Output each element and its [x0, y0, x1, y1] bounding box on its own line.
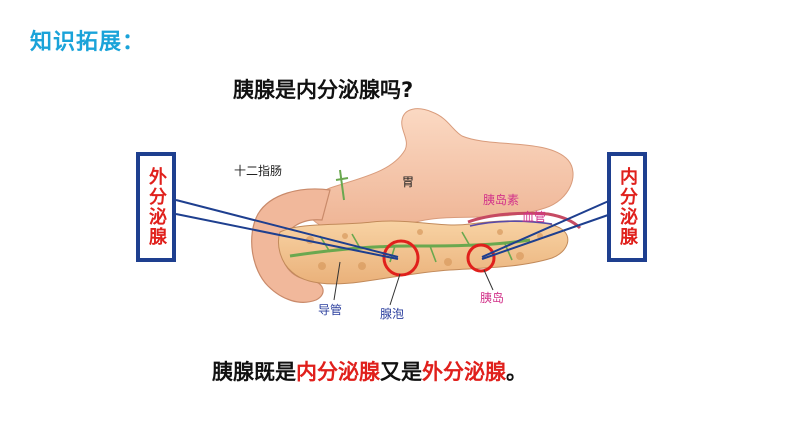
conclusion-part1: 胰腺既是 — [212, 360, 296, 384]
endocrine-box: 内分泌腺 — [607, 152, 647, 262]
label-duct: 导管 — [318, 302, 342, 317]
section-heading: 知识拓展： — [30, 30, 146, 55]
right-connector-line-2 — [481, 213, 612, 260]
left-connector-line-2 — [175, 213, 399, 260]
right-connector-line — [481, 199, 612, 258]
label-duodenum: 十二指肠 — [234, 163, 282, 178]
conclusion-sentence: 胰腺既是内分泌腺又是外分泌腺。 — [212, 356, 527, 386]
label-stomach: 胃 — [402, 175, 414, 189]
label-acinus: 腺泡 — [380, 307, 404, 321]
acinus-highlight-circle — [382, 239, 420, 277]
exocrine-box-text: 外分泌腺 — [146, 167, 167, 247]
label-islet: 胰岛 — [480, 290, 504, 305]
conclusion-period: 。 — [506, 360, 527, 384]
left-connector-line — [175, 199, 399, 258]
stomach-shape — [307, 108, 574, 234]
conclusion-endocrine: 内分泌腺 — [296, 360, 380, 384]
exocrine-box: 外分泌腺 — [136, 152, 176, 262]
conclusion-part3: 又是 — [380, 360, 422, 384]
conclusion-exocrine: 外分泌腺 — [422, 360, 506, 384]
question-title: 胰腺是内分泌腺吗? — [233, 78, 414, 102]
label-insulin: 胰岛素 — [483, 192, 519, 207]
pancreas-shape — [278, 220, 569, 285]
endocrine-box-text: 内分泌腺 — [617, 167, 638, 247]
label-vessel: 血管 — [522, 209, 546, 224]
islet-highlight-circle — [466, 243, 496, 273]
